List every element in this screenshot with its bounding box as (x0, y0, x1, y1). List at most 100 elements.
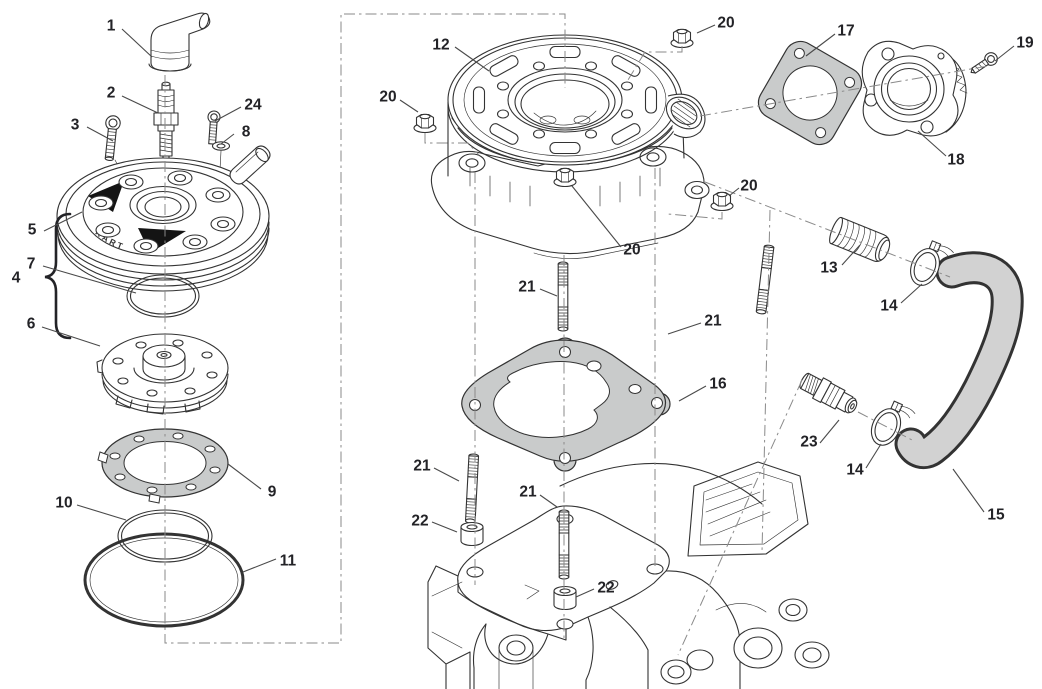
leader-line (667, 322, 702, 335)
head-bolt-recesses (88, 170, 236, 254)
leader-line (454, 46, 490, 72)
leader-lines (41, 24, 1015, 598)
callout-cylinder-head-screw: 3 (71, 117, 80, 134)
spark-plug-cap (148, 12, 211, 72)
crankcase (427, 461, 830, 689)
leader-line (76, 504, 127, 521)
callout-cylinder-stud: 21 (519, 484, 537, 501)
head-bolt-slots (472, 45, 658, 155)
insert-holes (112, 339, 218, 397)
coolant-fitting-13 (829, 216, 891, 262)
cylinder (430, 34, 710, 259)
leader-line (917, 130, 947, 157)
leader-line (952, 468, 985, 513)
callout-flange-screw: 19 (1016, 35, 1034, 52)
gasket-holes (109, 432, 221, 494)
flange-nut (413, 113, 437, 134)
leader-line (399, 99, 419, 113)
callout-spark-plug: 2 (107, 85, 116, 102)
leader-line (431, 521, 458, 533)
leader-line (571, 185, 622, 248)
leader-line (220, 133, 235, 145)
leader-line (121, 95, 159, 114)
callout-cylinder-head-assembly: 4 (12, 270, 21, 287)
callout-cylinder-base-gasket: 16 (709, 376, 727, 393)
callout-o-ring: 10 (55, 495, 72, 512)
leader-line (841, 244, 861, 266)
cylinder-stud (755, 244, 775, 315)
coolant-fitting-23 (799, 372, 858, 414)
callout-flange-nut: 20 (740, 178, 757, 195)
callout-cylinder-stud: 21 (518, 279, 536, 296)
exhaust-boss (665, 93, 706, 139)
callout-coolant-hose: 15 (987, 507, 1005, 524)
cylinder-stud (464, 453, 480, 524)
leader-line (214, 106, 242, 122)
callout-o-ring-large: 11 (280, 553, 297, 570)
leader-line (994, 45, 1015, 62)
leader-line (433, 467, 460, 482)
leader-line (678, 385, 707, 402)
leader-line (805, 33, 836, 57)
leader-line (728, 187, 740, 197)
callout-spark-plug-cap: 1 (107, 18, 116, 35)
o-ring-11 (83, 532, 245, 628)
spacer-sleeve (553, 585, 577, 611)
leader-line (86, 126, 114, 142)
leader-line (227, 463, 262, 490)
exhaust-flange (861, 40, 968, 137)
cylinder-head: KART (56, 145, 271, 292)
leader-line (900, 283, 923, 304)
leader-line (819, 419, 840, 444)
callout-spacer-sleeve: 22 (597, 580, 614, 597)
callout-cylinder-head: 5 (28, 222, 37, 239)
callout-hose-clamp: 14 (880, 298, 898, 315)
coolant-hose (894, 251, 1024, 470)
callout-exhaust-flange-gasket: 17 (837, 23, 854, 40)
head-coolant-spigot (229, 145, 271, 185)
leader-line (42, 265, 137, 294)
combustion-chamber-insert (96, 333, 229, 415)
cylinder-base-gasket (461, 337, 671, 472)
callout-exhaust-flange: 18 (947, 152, 965, 169)
cylinder-head-screw (104, 115, 121, 161)
leader-line (43, 211, 83, 232)
screw-24 (207, 110, 221, 145)
callout-screw: 24 (244, 97, 262, 114)
callout-combustion-chamber-insert: 6 (27, 316, 36, 333)
leader-line (575, 588, 595, 598)
cylinder-top-face (447, 34, 683, 173)
callout-cylinder-stud: 21 (704, 313, 722, 330)
insert-gasket (97, 428, 229, 504)
top-face-holes (496, 61, 634, 139)
assembly-brace (44, 212, 72, 340)
callout-flange-nut: 20 (623, 242, 640, 259)
exhaust-flange-gasket (757, 40, 863, 146)
centerlines (164, 13, 989, 656)
callout-spacer-sleeve: 22 (411, 513, 428, 530)
leader-line (696, 24, 716, 34)
cylinder-stud (557, 261, 569, 332)
callout-flange-nut: 20 (379, 89, 396, 106)
leader-line (242, 558, 277, 573)
callout-flange-nut: 20 (717, 15, 734, 32)
callout-cylinder: 12 (432, 37, 449, 54)
leader-line (539, 288, 558, 297)
callout-hose-clamp: 14 (846, 462, 864, 479)
callout-cylinder-stud: 21 (413, 458, 431, 475)
flange-screw (970, 52, 998, 74)
callout-washer: 8 (242, 124, 251, 141)
leader-line (41, 326, 101, 347)
leader-line (865, 443, 882, 469)
flange-nut (670, 28, 694, 49)
callout-labels: 1232485476910111220202020171918131421211… (12, 15, 1034, 597)
flange-nut-on-cylinder (553, 167, 577, 188)
callout-insert-gasket: 9 (268, 484, 277, 501)
leader-line (121, 28, 153, 58)
o-ring-7 (126, 274, 200, 318)
spacer-sleeve (460, 521, 484, 547)
callout-coolant-fitting: 23 (800, 434, 818, 451)
spark-plug (153, 81, 179, 168)
